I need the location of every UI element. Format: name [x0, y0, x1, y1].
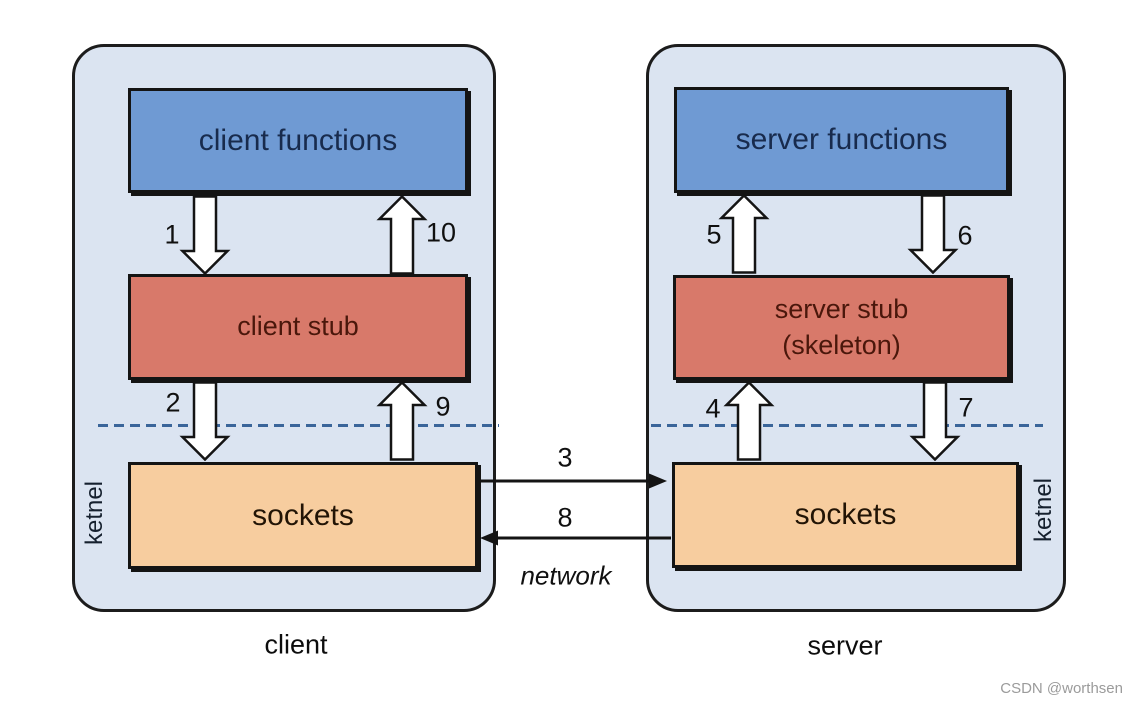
server-kernel-label: ketnel: [1030, 477, 1057, 543]
server-kernel-boundary-dashed-line: [651, 424, 1043, 427]
arrow-10-label: 10: [425, 217, 457, 248]
arrow-2-down-icon: [179, 381, 231, 461]
arrow-7-label: 7: [958, 392, 974, 423]
arrow-7-down-icon: [909, 381, 961, 461]
arrow-5-label: 5: [706, 219, 722, 250]
client-kernel-label: ketnel: [81, 480, 108, 546]
arrow-1-label: 1: [164, 219, 180, 250]
arrow-6-label: 6: [957, 220, 973, 251]
client-kernel-boundary-dashed-line: [98, 424, 499, 427]
server-stub-line2: (skeleton): [782, 329, 901, 360]
arrow-3-right-icon: [475, 473, 667, 489]
client-panel: client functions client stub sockets ket…: [72, 44, 499, 612]
server-stub-box: server stub (skeleton): [673, 275, 1010, 380]
client-sockets-label: sockets: [252, 498, 354, 532]
arrow-6-down-icon: [907, 194, 959, 274]
arrow-5-up-icon: [718, 194, 770, 274]
client-sockets-box: sockets: [128, 462, 478, 569]
server-sockets-label: sockets: [794, 498, 897, 531]
client-stub-box: client stub: [128, 274, 468, 380]
arrow-4-up-icon: [723, 381, 775, 461]
arrow-10-up-icon: [376, 195, 428, 275]
arrow-2-label: 2: [165, 387, 181, 418]
client-stub-label: client stub: [237, 311, 359, 342]
arrow-4-label: 4: [705, 393, 721, 424]
arrow-8-left-icon: [480, 530, 671, 546]
arrow-3-label: 3: [557, 442, 573, 473]
network-label: network: [520, 560, 612, 591]
server-stub-label: server stub (skeleton): [775, 292, 909, 362]
watermark: CSDN @worthsen: [1000, 680, 1123, 697]
server-panel: server functions server stub (skeleton) …: [646, 44, 1066, 612]
client-functions-box: client functions: [128, 88, 468, 193]
arrow-1-down-icon: [179, 195, 231, 275]
arrow-8-label: 8: [557, 502, 573, 533]
server-functions-box: server functions: [674, 87, 1009, 193]
client-functions-label: client functions: [198, 123, 398, 157]
server-stub-line1: server stub: [774, 294, 909, 325]
client-caption: client: [264, 629, 328, 660]
server-functions-label: server functions: [735, 123, 948, 156]
server-sockets-box: sockets: [672, 462, 1019, 568]
arrow-9-label: 9: [435, 391, 451, 422]
server-caption: server: [807, 630, 883, 661]
arrow-9-up-icon: [376, 381, 428, 461]
